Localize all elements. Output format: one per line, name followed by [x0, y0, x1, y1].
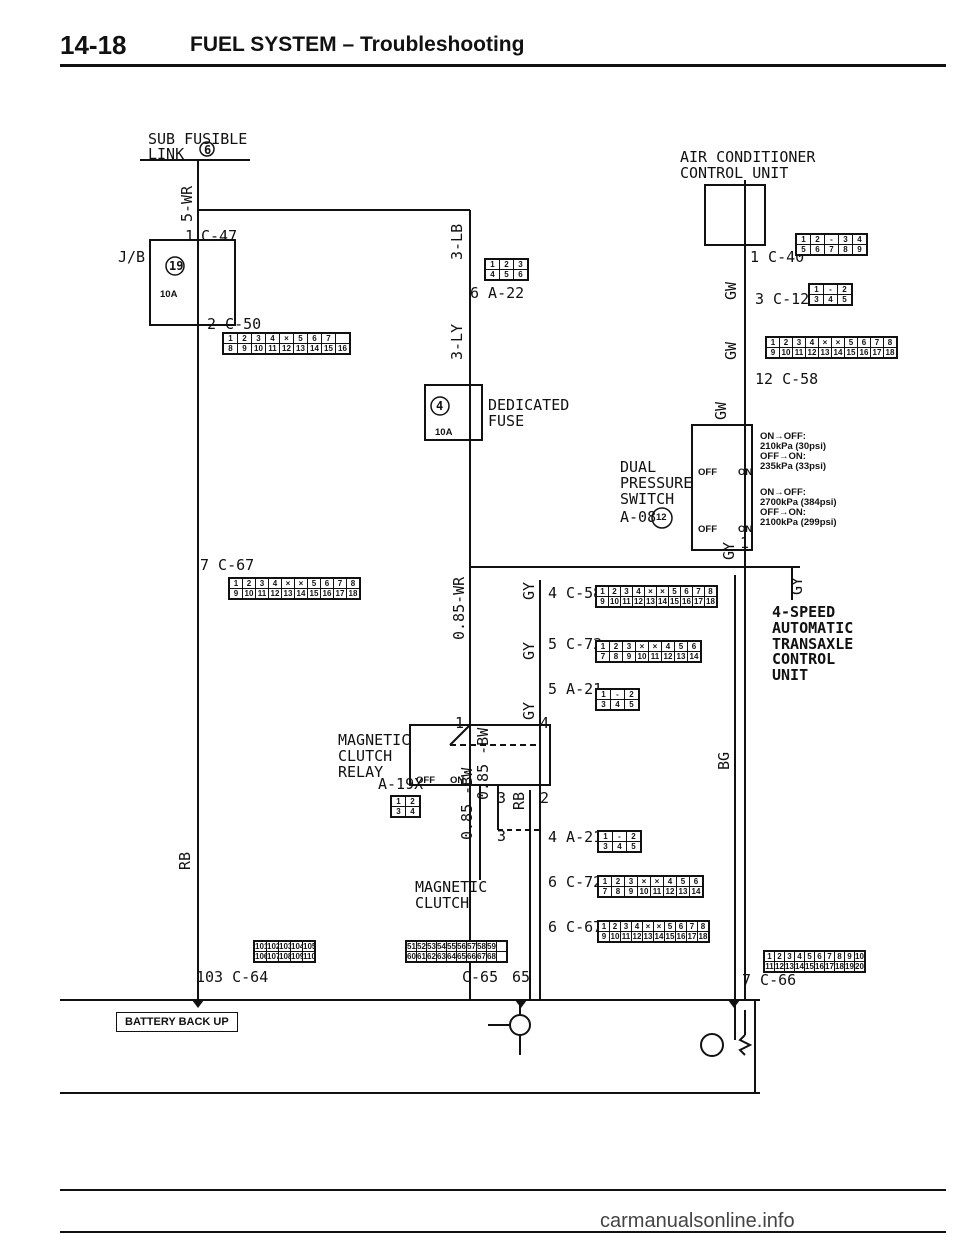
a21-mid-label: 5 A-21: [548, 680, 603, 698]
c12-label: 3 C-12: [755, 290, 810, 308]
switch-on-1: ON: [738, 467, 753, 478]
amp-10a-label-2: 10A: [435, 427, 453, 438]
c50-label: 2 C-50: [207, 315, 262, 333]
watermark: carmanualsonline.info: [600, 1210, 795, 1232]
wire-bg: BG: [715, 751, 733, 770]
fuse-19-number: 19: [169, 259, 184, 273]
wire-gy-5: GY: [720, 541, 738, 560]
c72-mid-label: 5 C-72: [548, 635, 603, 653]
magnetic-clutch-label: MAGNETIC CLUTCH: [415, 878, 488, 912]
wire-5wr: 5-WR: [178, 185, 196, 222]
wire-085wr: 0.85-WR: [450, 576, 468, 640]
wire-gw-3: GW: [712, 401, 730, 420]
wire-gy-1: GY: [520, 581, 538, 600]
wire-gy-2: GY: [520, 641, 538, 660]
wire-gy-3: GY: [520, 701, 538, 720]
a22-label: 6 A-22: [470, 284, 525, 302]
wire-rb-mid: RB: [510, 791, 528, 810]
fuse-4-number: 4: [436, 399, 444, 413]
c67-left-label: 7 C-67: [200, 556, 255, 574]
page-header: 14-18 FUEL SYSTEM – Troubleshooting: [0, 0, 960, 70]
wire-3lb: 3-LB: [448, 223, 466, 260]
c66-label: 7 C-66: [742, 971, 797, 989]
pressure-spec-2: ON→OFF: 2700kPa (384psi) OFF→ON: 2100kPa…: [760, 487, 837, 528]
sub-fusible-link-label: SUB FUSIBLE LINK: [148, 130, 248, 163]
dual-pressure-switch-label: DUAL PRESSURE SWITCH: [620, 458, 693, 508]
wire-gy-4: GY: [788, 576, 806, 595]
c58-mid-label: 4 C-58: [548, 584, 603, 602]
switch-on-2: ON: [738, 524, 753, 535]
jb-label: J/B: [118, 248, 146, 266]
relay-pin-3a: 3: [497, 789, 507, 807]
header-rule: [60, 64, 946, 67]
battery-backup-box: BATTERY BACK UP: [116, 1012, 238, 1032]
c47-label: C-47: [201, 227, 238, 245]
wire-gw-2: GW: [722, 341, 740, 360]
a08-label: A-08: [620, 508, 657, 526]
page-number: 14-18: [60, 30, 127, 60]
a19x-label: A-19X: [378, 775, 424, 793]
wire-085bw-2: 0.85 -BW: [474, 727, 492, 800]
c47-pin: 1: [185, 227, 195, 245]
dedicated-fuse-label: DEDICATED FUSE: [488, 396, 570, 430]
a21-low-label: 4 A-21: [548, 828, 603, 846]
a08-number: 12: [656, 512, 667, 523]
wire-rb-left: RB: [176, 851, 194, 870]
c65-label: C-65: [462, 968, 499, 986]
switch-off-2: OFF: [698, 524, 717, 535]
fuse-6-number: 6: [204, 143, 212, 157]
c40-label: 1 C-40: [750, 248, 805, 266]
relay-on: ON: [450, 775, 465, 786]
wire-085bw-1: 0.85 -BW: [458, 767, 476, 840]
wire-gw-1: GW: [722, 281, 740, 300]
ac-control-unit-label: AIR CONDITIONER CONTROL UNIT: [680, 148, 816, 182]
c64-label: 103 C-64: [196, 968, 269, 986]
relay-pin-1: 1: [455, 714, 465, 732]
pressure-spec-1: ON→OFF: 210kPa (30psi) OFF→ON: 235kPa (3…: [760, 431, 827, 472]
c65-pin: 65: [512, 968, 531, 986]
wire-3ly: 3-LY: [448, 323, 466, 360]
c67-low-label: 6 C-67: [548, 918, 603, 936]
relay-pin-3b: 3: [497, 827, 507, 845]
page-title: FUEL SYSTEM – Troubleshooting: [190, 33, 525, 56]
relay-pin-2: 2: [540, 789, 550, 807]
transaxle-unit-label: 4-SPEED AUTOMATIC TRANSAXLE CONTROL UNIT: [772, 603, 854, 684]
switch-off-1: OFF: [698, 467, 717, 478]
pin-1-label: 1: [740, 534, 750, 552]
c58-top-label: 12 C-58: [755, 370, 819, 388]
amp-10a-label-1: 10A: [160, 289, 178, 300]
magnetic-clutch-relay-label: MAGNETIC CLUTCH RELAY: [338, 731, 411, 781]
relay-off: OFF: [416, 775, 435, 786]
c72-low-label: 6 C-72: [548, 873, 603, 891]
relay-pin-4: 4: [540, 714, 550, 732]
